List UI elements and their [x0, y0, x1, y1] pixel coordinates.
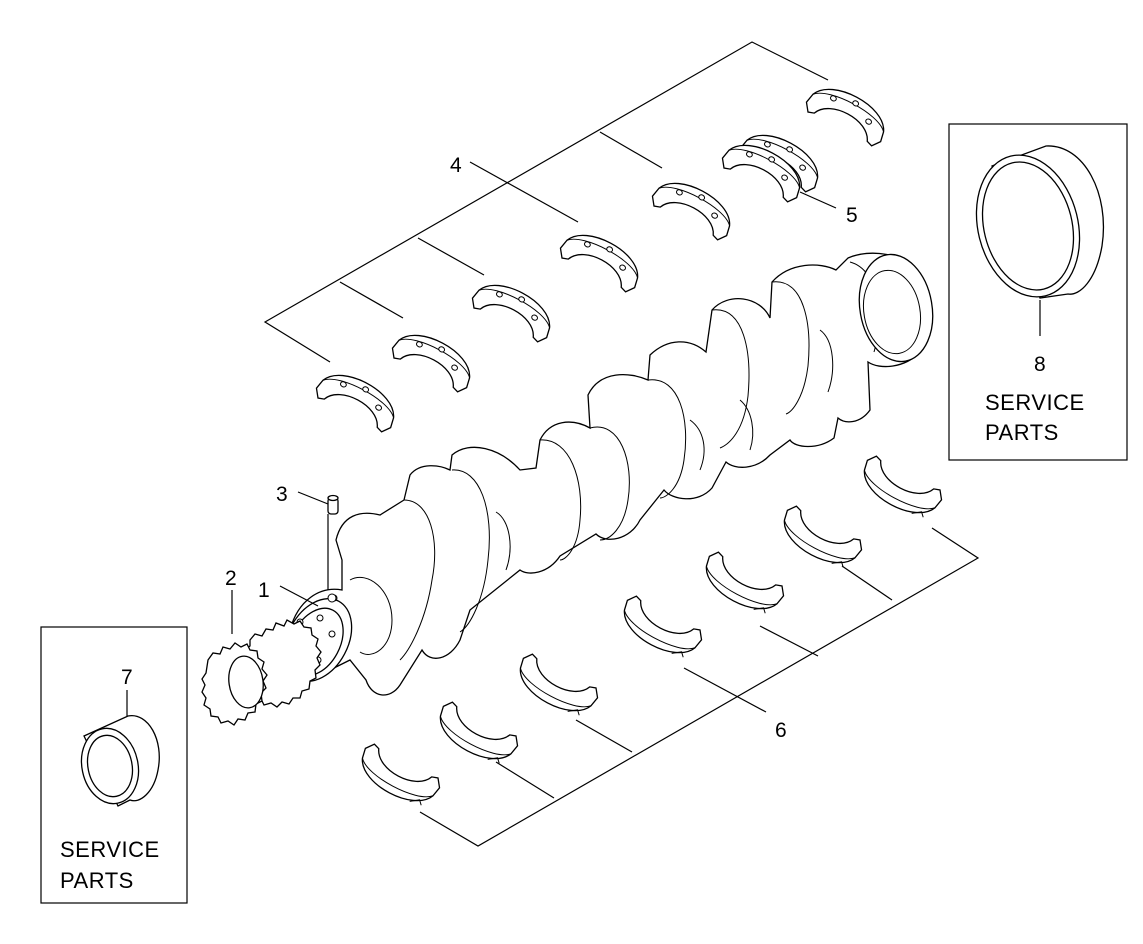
callout-8: 8: [1034, 353, 1046, 376]
lower-bearing-shell: [853, 452, 946, 526]
callout-5: 5: [846, 204, 858, 227]
service-parts-box-left: SERVICE PARTS: [40, 626, 188, 904]
callout-4: 4: [450, 154, 462, 177]
service-sleeve-large: [975, 145, 1105, 299]
service-sleeve-small: [80, 715, 160, 807]
lower-bearing-shell: [695, 548, 788, 622]
upper-bearing-shell: [556, 222, 649, 296]
lower-bearing-shell: [509, 650, 602, 724]
upper-bearing-leader-lines: [263, 41, 829, 363]
callout-2: 2: [225, 567, 237, 590]
upper-bearing-shell: [388, 322, 481, 396]
upper-bearing-shell: [802, 76, 895, 150]
upper-bearing-shell: [648, 170, 741, 244]
callout-3: 3: [276, 483, 288, 506]
service-parts-box-right: SERVICE PARTS: [948, 123, 1128, 461]
service-parts-line1: SERVICE: [985, 390, 1085, 415]
upper-bearing-shell: [312, 362, 405, 436]
crankshaft-gear: [201, 590, 322, 726]
crankshaft: [279, 252, 934, 696]
upper-bearing-shell: [468, 272, 561, 346]
callout-7: 7: [121, 666, 133, 689]
service-parts-line1: SERVICE: [60, 837, 160, 862]
lower-bearing-shell: [773, 502, 866, 576]
thrust-bearing: [718, 122, 837, 209]
service-parts-line2: PARTS: [985, 420, 1059, 445]
dowel-pin: [297, 491, 339, 590]
lower-bearing-leader-lines: [419, 527, 980, 847]
service-parts-line2: PARTS: [60, 868, 134, 893]
callout-1: 1: [258, 579, 270, 602]
lower-bearing-shell: [351, 740, 444, 814]
callout-labels: 1 2 3 4 5 6 7 8: [121, 154, 1046, 742]
lower-bearing-shell: [429, 698, 522, 772]
callout-6: 6: [775, 719, 787, 742]
lower-bearing-shell: [613, 592, 706, 666]
